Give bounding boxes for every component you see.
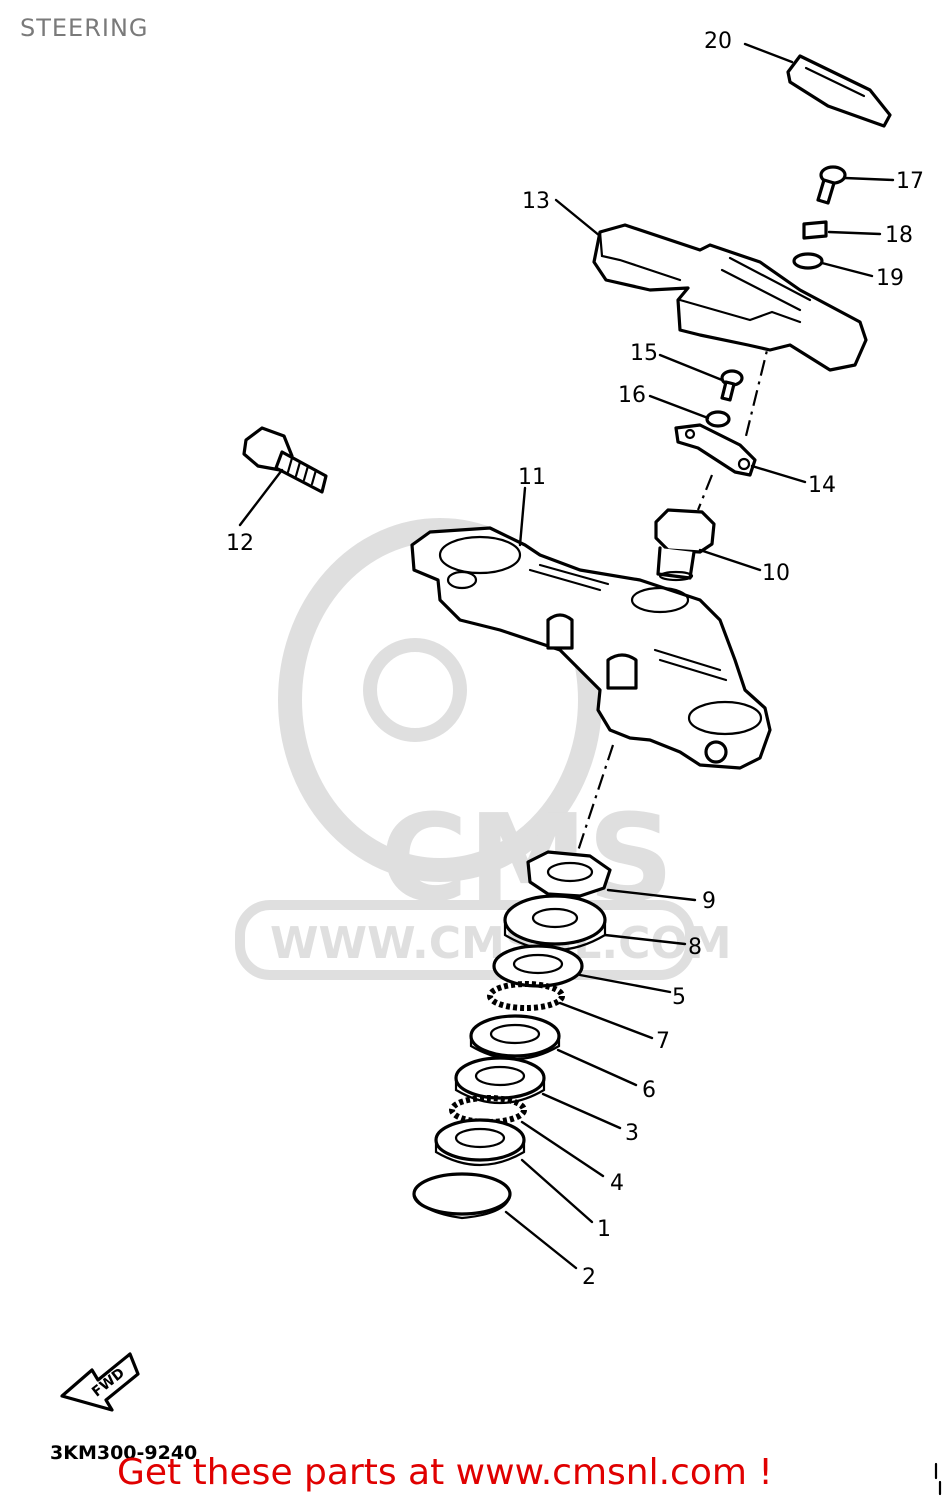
- callout-8: 8: [688, 935, 702, 960]
- part-2-seal: [412, 1172, 512, 1220]
- callout-17: 17: [896, 169, 924, 194]
- part-12-bolt: [242, 426, 328, 494]
- callout-4: 4: [610, 1171, 624, 1196]
- part-3-bearing-race: [454, 1056, 546, 1105]
- callout-9: 9: [702, 889, 716, 914]
- part-8-cover: [503, 894, 607, 951]
- footer-link[interactable]: Get these parts at www.cmsnl.com !: [117, 1452, 773, 1493]
- part-17-bolt: [816, 165, 847, 205]
- part-code: 3KM300-9240: [50, 1442, 198, 1464]
- callouts: 20 17 18 19 13 15 16 14 11 12 10 9 8 5 7…: [226, 29, 924, 1290]
- edge-marks: [934, 1462, 942, 1496]
- part-14-plate: [674, 423, 757, 477]
- part-11-lower-bracket: [410, 526, 772, 770]
- callout-15: 15: [630, 341, 658, 366]
- part-9-ring-nut: [526, 850, 612, 898]
- callout-13: 13: [522, 189, 550, 214]
- part-18-collar: [802, 220, 828, 240]
- callout-7: 7: [656, 1029, 670, 1054]
- part-15-screw: [720, 369, 744, 402]
- callout-2: 2: [582, 1265, 596, 1290]
- part-1-bearing-race: [434, 1118, 526, 1167]
- watermark: CMS WWW.CMSNL.COM: [235, 518, 732, 980]
- callout-16: 16: [618, 383, 646, 408]
- callout-20: 20: [704, 29, 732, 54]
- leader-lines: [238, 42, 895, 1270]
- part-20-emblem: [786, 54, 892, 128]
- part-13-upper-bracket: [592, 223, 868, 372]
- part-6-bearing-race: [469, 1014, 561, 1061]
- callout-3: 3: [625, 1121, 639, 1146]
- part-10-stem-nut: [654, 508, 716, 582]
- part-5-bearing-race: [492, 944, 584, 988]
- part-19-washer: [792, 252, 824, 270]
- part-7-ball-bearing: [487, 981, 565, 1011]
- callout-18: 18: [885, 223, 913, 248]
- part-16-washer: [705, 410, 731, 428]
- callout-1: 1: [597, 1217, 611, 1242]
- callout-12: 12: [226, 531, 254, 556]
- callout-6: 6: [642, 1078, 656, 1103]
- callout-14: 14: [808, 473, 836, 498]
- callout-5: 5: [672, 985, 686, 1010]
- callout-19: 19: [876, 266, 904, 291]
- fwd-arrow-icon: FWD: [60, 1352, 140, 1412]
- axis-lines: [573, 329, 774, 861]
- callout-10: 10: [762, 561, 790, 586]
- callout-11: 11: [518, 465, 546, 490]
- part-4-ball-bearing: [449, 1095, 527, 1125]
- page-title: STEERING: [20, 14, 149, 42]
